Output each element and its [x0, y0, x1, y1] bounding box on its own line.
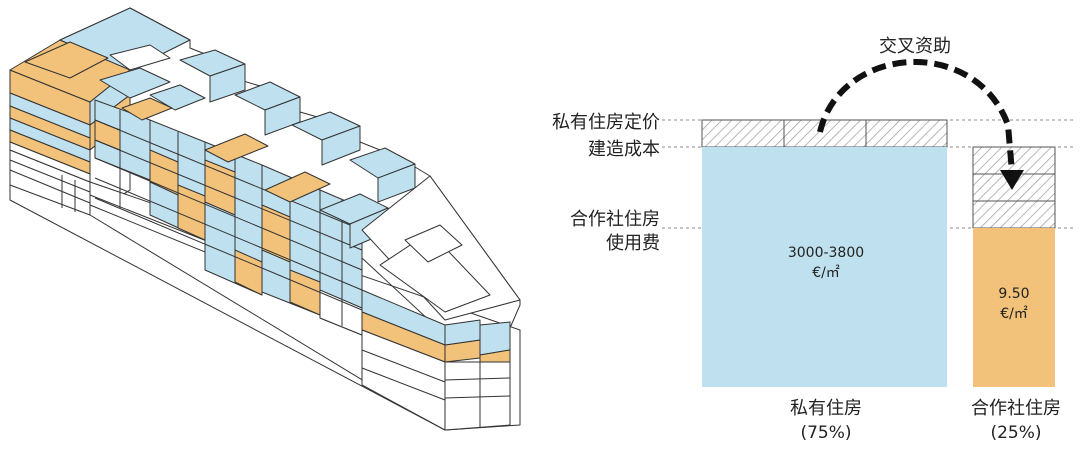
- coop-fee-segment: [973, 228, 1055, 387]
- private-value-label: 3000-3800: [788, 245, 864, 261]
- private-unit-label: €/㎡: [812, 265, 840, 281]
- cross-subsidy-label: 交叉资助: [879, 36, 951, 57]
- private-share-label: (75%): [800, 423, 851, 443]
- coop-value-label: 9.50: [998, 286, 1029, 302]
- private-price-label: 私有住房定价: [552, 112, 660, 133]
- coop-share-label: (25%): [990, 423, 1041, 443]
- isometric-building-icon: [9, 7, 521, 431]
- coop-unit-label: €/㎡: [1000, 306, 1028, 322]
- dashed-curved-arrow-icon: [817, 59, 1024, 190]
- coop-hatch-segment: [972, 146, 1056, 229]
- coop-fee-label-line2: 使用费: [606, 233, 660, 254]
- coop-housing-bar: [972, 146, 1056, 387]
- private-cost-segment: [702, 147, 947, 387]
- coop-fee-label-line1: 合作社住房: [570, 209, 660, 230]
- private-name-label: 私有住房: [790, 398, 862, 419]
- coop-name-label: 合作社住房: [971, 398, 1061, 419]
- private-housing-bar: [701, 119, 948, 387]
- construction-cost-label: 建造成本: [588, 139, 660, 160]
